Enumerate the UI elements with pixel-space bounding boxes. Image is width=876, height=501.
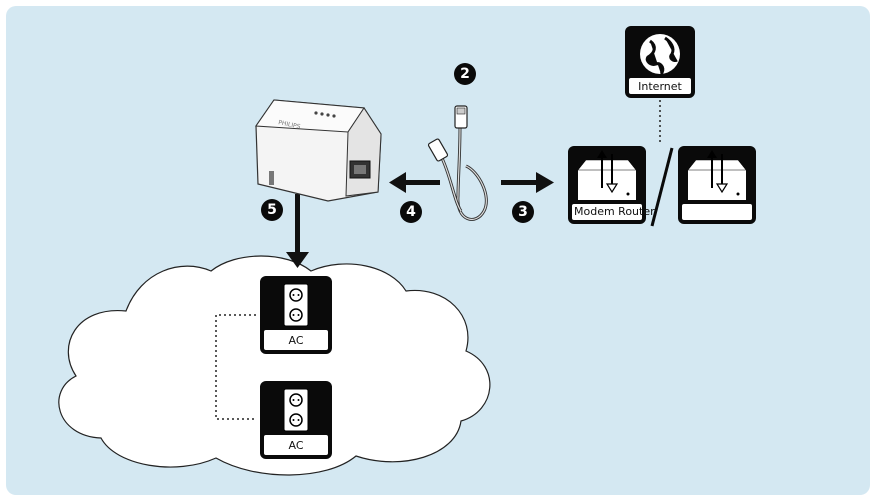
modem-router-label: Modem Router: [574, 205, 655, 218]
powerline-adapter-icon: PHILIPS: [255, 99, 382, 202]
step-5-badge: 5: [261, 199, 283, 221]
internet-label: Internet: [638, 80, 682, 93]
outlet-label-top: AC: [288, 334, 304, 347]
or-separator-slash: [650, 147, 674, 227]
step-3-badge: 3: [512, 201, 534, 223]
router-icon: [678, 146, 756, 224]
arrow-right-to-router: [501, 172, 554, 193]
arrow-down-to-outlet: [286, 194, 309, 268]
step-2-badge: 2: [454, 63, 476, 85]
outlet-dotted-link: [215, 314, 256, 420]
globe-icon: [625, 26, 695, 98]
ethernet-cable-icon: [427, 105, 488, 221]
step-4-badge: 4: [400, 201, 422, 223]
power-outlet-icon: [260, 276, 332, 354]
power-outlet-icon: [260, 381, 332, 459]
router-icon: [568, 146, 646, 224]
outlet-label-bottom: AC: [288, 439, 304, 452]
arrow-left-to-adapter: [389, 172, 440, 193]
power-network-cloud: [58, 255, 491, 476]
diagram-panel: PHILIPS: [6, 6, 870, 495]
diagram-canvas: PHILIPS: [58, 26, 756, 476]
device-brand-text: PHILIPS: [278, 119, 302, 131]
